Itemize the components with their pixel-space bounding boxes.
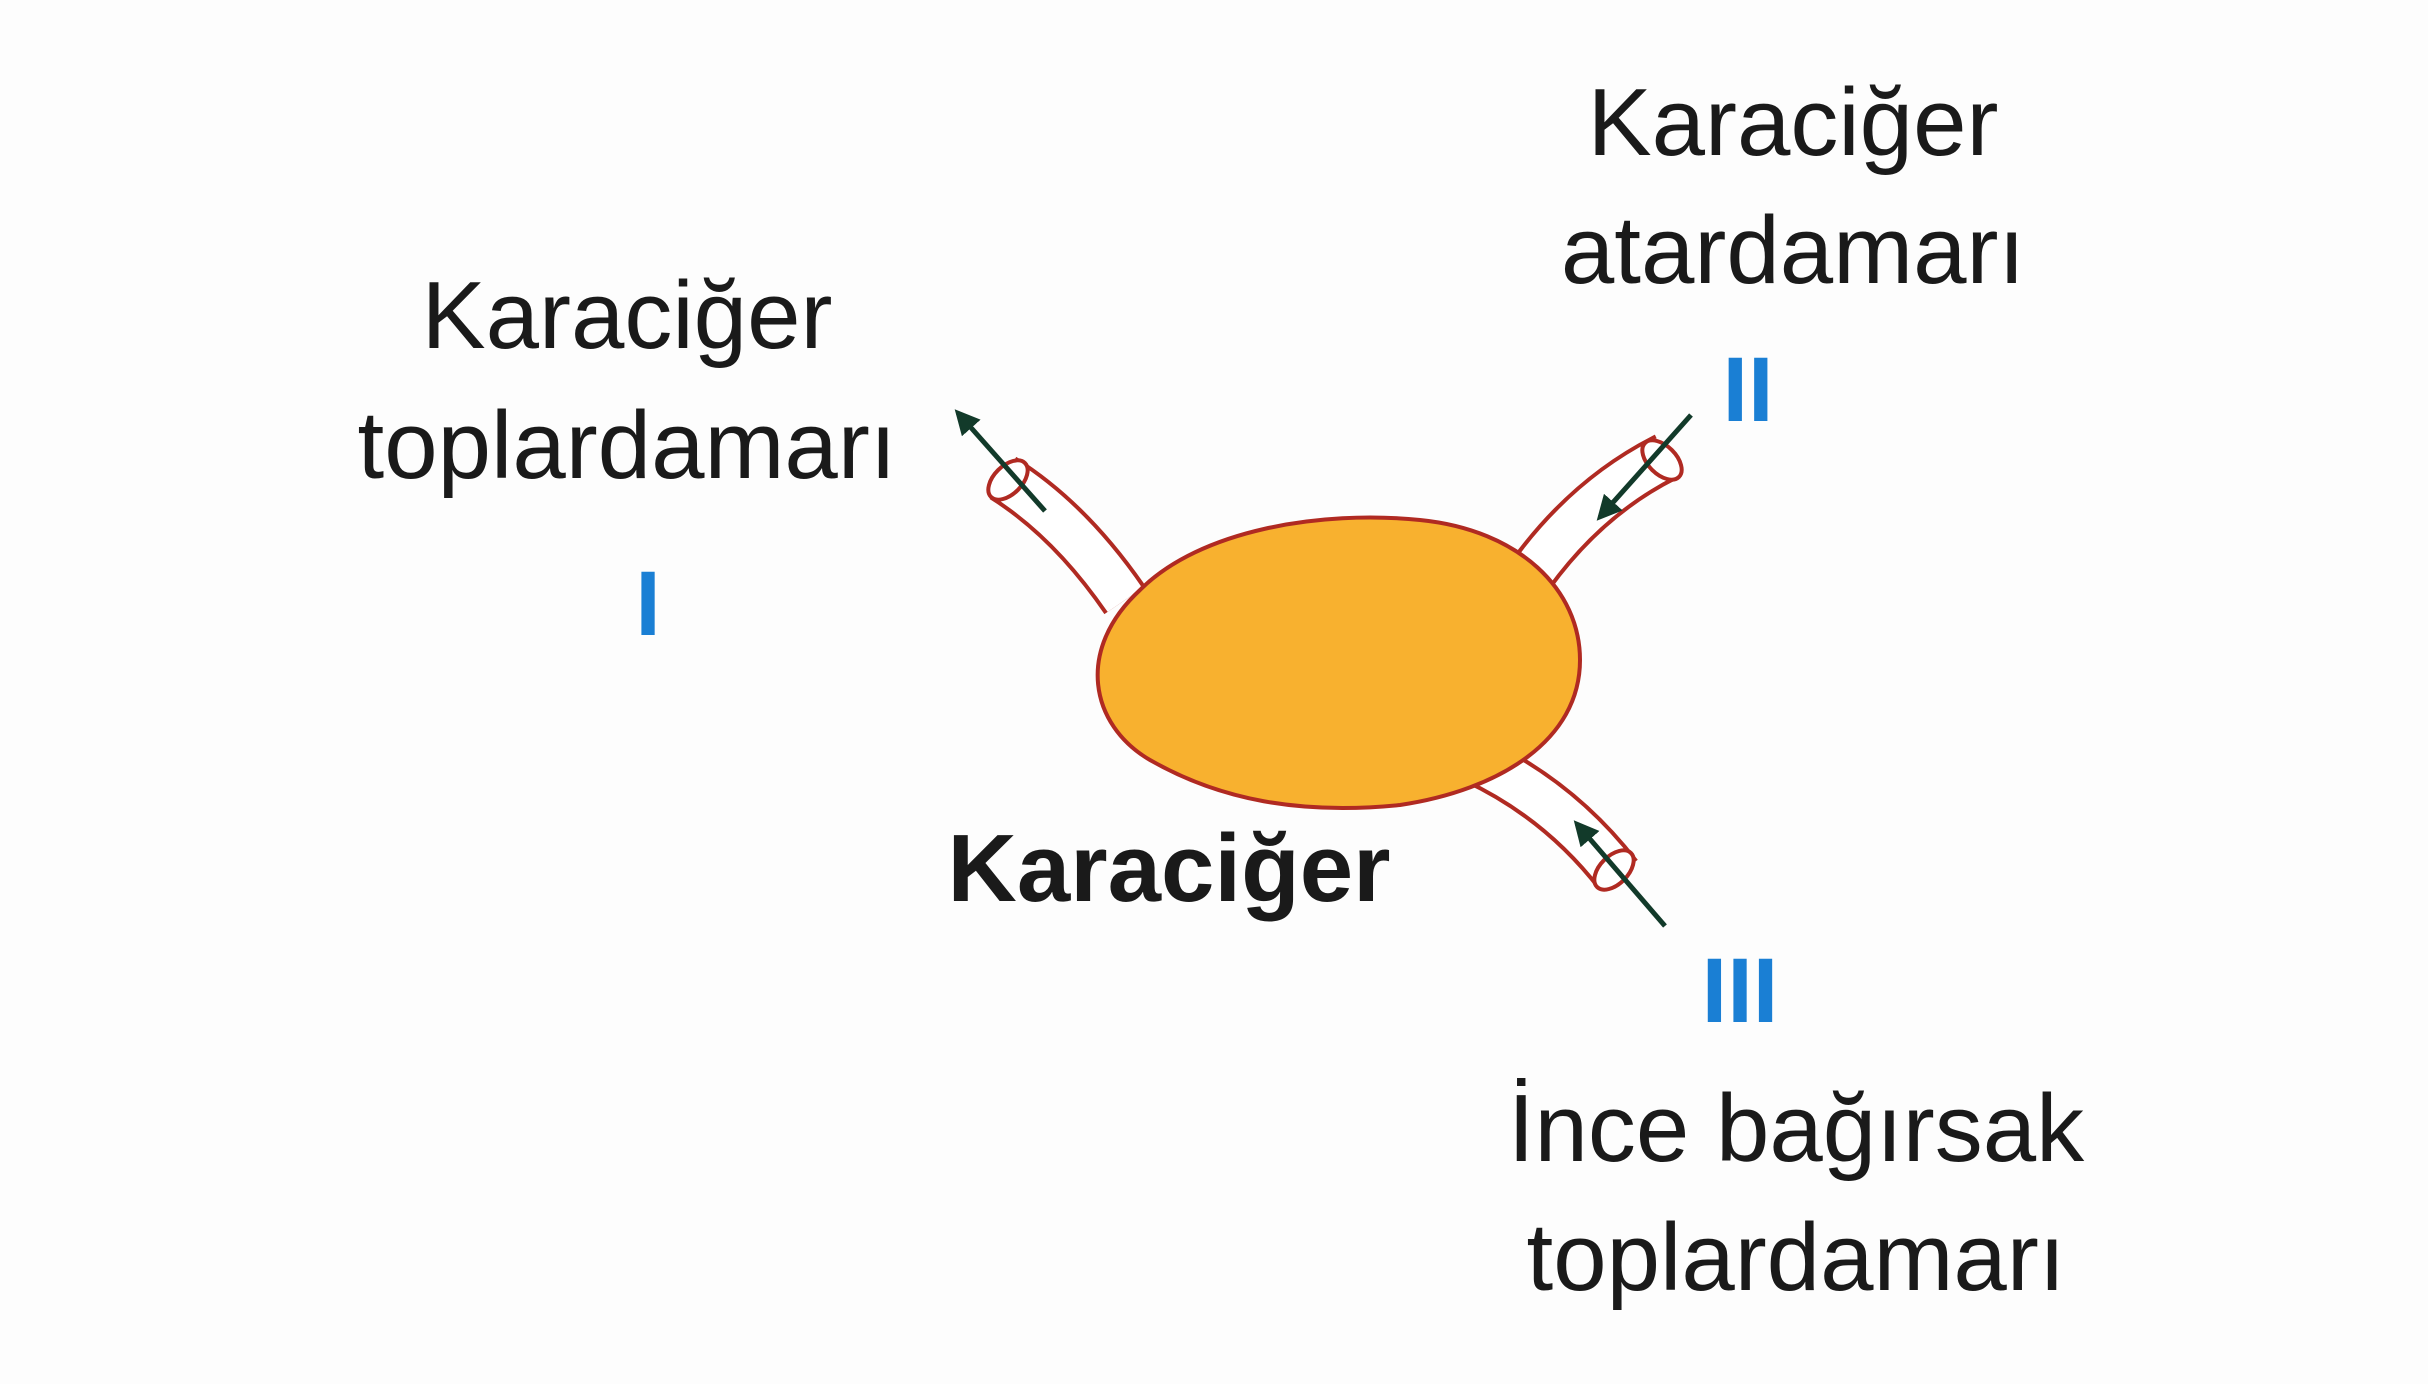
vessel-i-tube (986, 456, 1146, 615)
vessel-ii-label-line1: Karaciğer (1588, 69, 1999, 176)
vessel-i-label-line1: Karaciğer (422, 262, 833, 369)
arrow-in-icon (1596, 413, 1693, 521)
organ-label: Karaciğer (948, 815, 1391, 922)
vessel-iii-tube (1464, 737, 1638, 892)
vessel-i-label-line2: toplardamarı (358, 392, 897, 499)
numeral-iii: III (1702, 940, 1779, 1042)
vessel-iii-label-line2: toplardamarı (1527, 1204, 2066, 1311)
arrow-out-icon (954, 409, 1047, 513)
liver-shape (1095, 515, 1583, 810)
vessel-ii-label-line2: atardamarı (1561, 197, 2025, 304)
numeral-i: I (635, 553, 661, 655)
vessel-iii-label-line1: İnce bağırsak (1508, 1075, 2085, 1182)
arrow-in-icon (1573, 820, 1667, 928)
numeral-ii: II (1722, 339, 1773, 441)
